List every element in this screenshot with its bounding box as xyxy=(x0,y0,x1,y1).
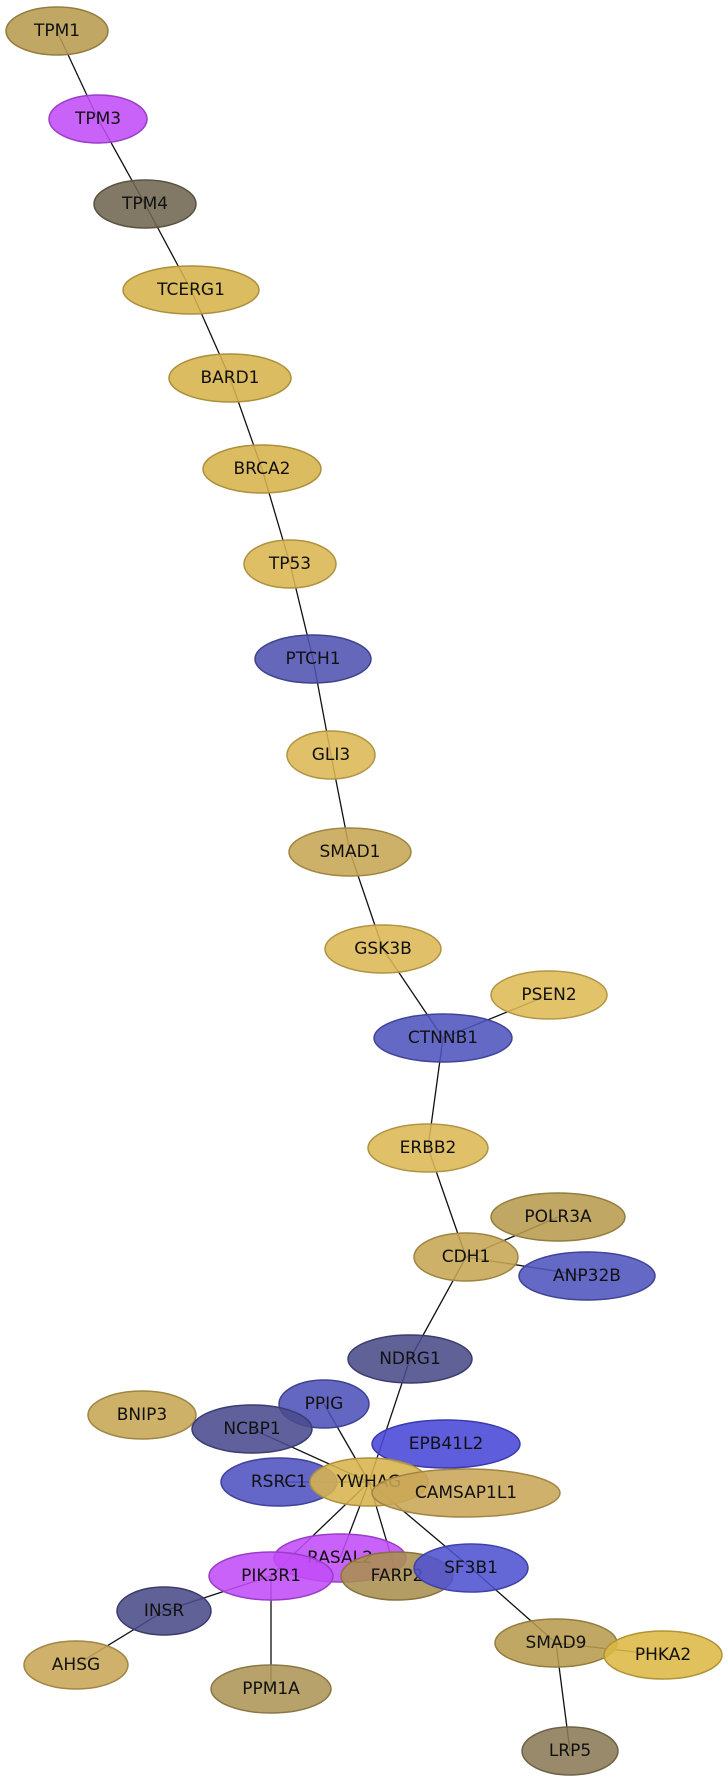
node-ellipse xyxy=(521,1726,619,1776)
node-smad9[interactable]: SMAD9 xyxy=(494,1618,618,1668)
node-label: BRCA2 xyxy=(234,459,291,479)
node-label: TPM4 xyxy=(121,194,168,214)
node-ellipse xyxy=(168,353,292,403)
node-label: SMAD1 xyxy=(320,842,381,862)
node-layer: TPM1TPM3TPM4TCERG1BARD1BRCA2TP53PTCH1GLI… xyxy=(5,6,723,1776)
node-bnip3[interactable]: BNIP3 xyxy=(87,1390,197,1440)
node-ellipse xyxy=(23,1640,129,1690)
node-rsrc1[interactable]: RSRC1 xyxy=(220,1457,338,1507)
node-label: BNIP3 xyxy=(117,1405,167,1425)
node-ellipse xyxy=(5,6,109,56)
node-label: POLR3A xyxy=(524,1207,592,1227)
node-label: AHSG xyxy=(52,1655,100,1675)
node-ellipse xyxy=(413,1232,519,1282)
node-polr3a[interactable]: POLR3A xyxy=(490,1192,626,1242)
node-label: NDRG1 xyxy=(379,1349,441,1369)
node-ellipse xyxy=(286,730,376,780)
node-label: RSRC1 xyxy=(251,1472,307,1492)
node-label: CDH1 xyxy=(442,1247,491,1267)
node-ellipse xyxy=(93,179,197,229)
node-label: FARP2 xyxy=(371,1566,424,1586)
node-label: TPM1 xyxy=(33,21,80,41)
node-label: EPB41L2 xyxy=(409,1434,484,1454)
node-gsk3b[interactable]: GSK3B xyxy=(324,924,442,974)
node-ellipse xyxy=(347,1334,473,1384)
node-ellipse xyxy=(254,634,372,684)
node-label: PIK3R1 xyxy=(241,1566,301,1586)
node-ndrg1[interactable]: NDRG1 xyxy=(347,1334,473,1384)
node-insr[interactable]: INSR xyxy=(116,1586,212,1636)
node-tpm1[interactable]: TPM1 xyxy=(5,6,109,56)
node-ahsg[interactable]: AHSG xyxy=(23,1640,129,1690)
node-ellipse xyxy=(373,1013,513,1063)
node-psen2[interactable]: PSEN2 xyxy=(490,970,608,1020)
node-lrp5[interactable]: LRP5 xyxy=(521,1726,619,1776)
node-label: ERBB2 xyxy=(400,1138,457,1158)
node-label: TP53 xyxy=(268,554,311,574)
node-ellipse xyxy=(490,1192,626,1242)
node-sf3b1[interactable]: SF3B1 xyxy=(413,1543,529,1593)
node-erbb2[interactable]: ERBB2 xyxy=(367,1123,489,1173)
node-ellipse xyxy=(210,1664,332,1714)
node-ellipse xyxy=(371,1419,521,1469)
node-label: CTNNB1 xyxy=(408,1028,478,1048)
node-label: PPIG xyxy=(305,1394,344,1414)
node-label: PPM1A xyxy=(242,1679,300,1699)
node-label: CAMSAP1L1 xyxy=(415,1483,517,1503)
node-smad1[interactable]: SMAD1 xyxy=(288,827,412,877)
node-tpm3[interactable]: TPM3 xyxy=(48,94,148,144)
node-ellipse xyxy=(243,539,337,589)
node-ellipse xyxy=(371,1468,561,1518)
node-phka2[interactable]: PHKA2 xyxy=(603,1630,723,1680)
node-camsap1l1[interactable]: CAMSAP1L1 xyxy=(371,1468,561,1518)
node-label: PHKA2 xyxy=(635,1645,691,1665)
node-ppm1a[interactable]: PPM1A xyxy=(210,1664,332,1714)
node-label: TCERG1 xyxy=(156,280,225,300)
node-label: SF3B1 xyxy=(444,1558,498,1578)
node-label: BARD1 xyxy=(200,368,259,388)
node-tp53[interactable]: TP53 xyxy=(243,539,337,589)
node-label: INSR xyxy=(144,1601,185,1621)
node-label: PSEN2 xyxy=(521,985,576,1005)
node-label: NCBP1 xyxy=(223,1419,280,1439)
node-ellipse xyxy=(367,1123,489,1173)
node-brca2[interactable]: BRCA2 xyxy=(202,444,322,494)
node-cdh1[interactable]: CDH1 xyxy=(413,1232,519,1282)
node-tpm4[interactable]: TPM4 xyxy=(93,179,197,229)
node-label: LRP5 xyxy=(549,1741,591,1761)
node-ellipse xyxy=(208,1551,334,1601)
node-ellipse xyxy=(518,1251,656,1301)
node-ellipse xyxy=(48,94,148,144)
node-tcerg1[interactable]: TCERG1 xyxy=(122,265,260,315)
node-ellipse xyxy=(202,444,322,494)
node-ellipse xyxy=(490,970,608,1020)
node-label: PTCH1 xyxy=(285,649,340,669)
node-ellipse xyxy=(413,1543,529,1593)
node-ellipse xyxy=(116,1586,212,1636)
node-gli3[interactable]: GLI3 xyxy=(286,730,376,780)
node-label: TPM3 xyxy=(74,109,121,129)
node-label: GSK3B xyxy=(354,939,412,959)
node-ellipse xyxy=(288,827,412,877)
node-anp32b[interactable]: ANP32B xyxy=(518,1251,656,1301)
node-bard1[interactable]: BARD1 xyxy=(168,353,292,403)
node-ncbp1[interactable]: NCBP1 xyxy=(191,1404,313,1454)
node-ellipse xyxy=(87,1390,197,1440)
node-ctnnb1[interactable]: CTNNB1 xyxy=(373,1013,513,1063)
node-label: ANP32B xyxy=(553,1266,621,1286)
node-ptch1[interactable]: PTCH1 xyxy=(254,634,372,684)
node-ellipse xyxy=(122,265,260,315)
node-epb41l2[interactable]: EPB41L2 xyxy=(371,1419,521,1469)
node-pik3r1[interactable]: PIK3R1 xyxy=(208,1551,334,1601)
node-ellipse xyxy=(603,1630,723,1680)
node-label: GLI3 xyxy=(312,745,350,765)
node-label: SMAD9 xyxy=(526,1633,587,1653)
node-ellipse xyxy=(191,1404,313,1454)
node-ellipse xyxy=(324,924,442,974)
